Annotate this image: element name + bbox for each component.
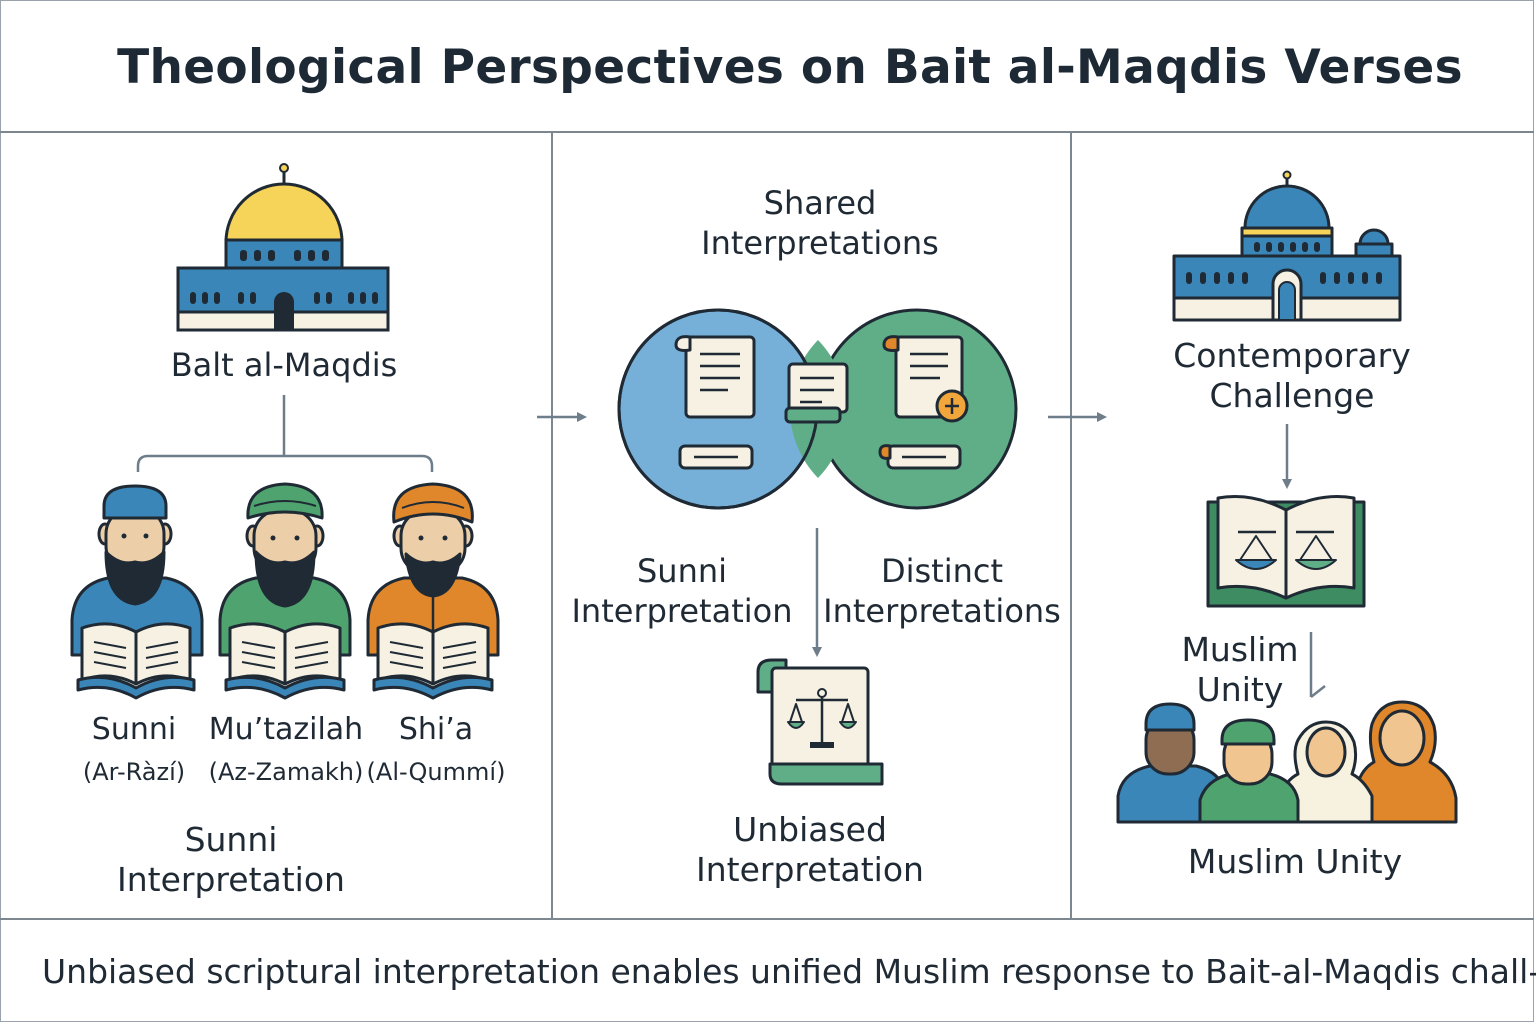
footer-caption: Unbiased scriptural interpretation enabl…: [42, 952, 1536, 991]
shia-scholar-icon: [366, 482, 500, 700]
page-title: Theological Perspectives on Bait al-Maqd…: [117, 40, 1463, 95]
dome-of-the-rock-icon: [176, 163, 390, 332]
unbiased-scales-scroll-icon: [756, 658, 884, 786]
contemporary-challenge-label: Contemporary Challenge: [1173, 336, 1411, 415]
al-aqsa-mosque-icon: [1172, 170, 1402, 322]
scholar-school-mutazilah: Mu’tazilah: [208, 712, 364, 747]
panel-divider-right: [1070, 131, 1072, 919]
panel-divider-left: [551, 131, 553, 919]
bait-al-maqdis-label: Balt al-Maqdis: [170, 346, 398, 384]
sunni-scroll-icon: [674, 335, 756, 470]
shared-interpretations-label: Shared Interpretations: [701, 184, 939, 262]
scholar-name-shia: (Al-Qummí): [366, 758, 506, 786]
mutazilah-scholar-icon: [218, 482, 352, 700]
sunni-interpretation-label: Sunni Interpretation: [571, 552, 793, 630]
scholar-name-mutazilah: (Az-Zamakh): [208, 758, 364, 786]
muslim-unity-label: Muslim Unity: [1187, 842, 1403, 881]
header-divider: [0, 131, 1534, 133]
unbiased-interpretation-label: Unbiased Interpretation: [696, 810, 924, 889]
left-interpretation-label: Sunni Interpretation: [117, 820, 345, 899]
shared-scroll-icon: [784, 362, 849, 424]
scholar-school-shia: Shi’a: [398, 712, 474, 747]
scripture-scales-book-icon: [1206, 495, 1366, 608]
scholars-connector: [136, 395, 434, 472]
muslim-unity-group-icon: [1116, 700, 1458, 824]
distinct-scroll-icon: [878, 335, 969, 470]
arrow-to-unity-head: [1310, 685, 1326, 698]
scholar-name-sunni: (Ar-Ràzí): [82, 758, 186, 786]
footer-divider: [0, 918, 1534, 920]
scholar-school-sunni: Sunni: [91, 712, 177, 747]
distinct-interpretations-label: Distinct Interpretations: [823, 552, 1061, 630]
sunni-scholar-icon: [70, 484, 204, 700]
muslim-unity-side-label: Muslim Unity: [1181, 630, 1299, 709]
